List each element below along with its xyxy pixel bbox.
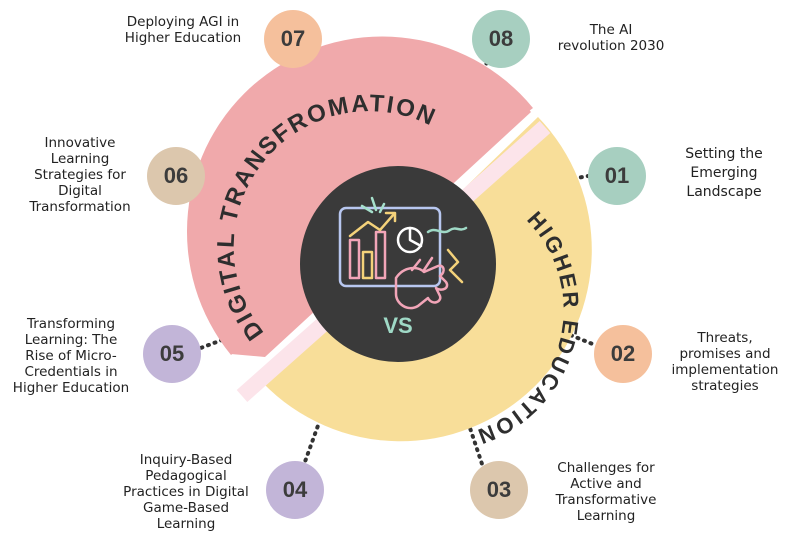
center-core bbox=[300, 166, 496, 362]
label-line: strategies bbox=[691, 378, 759, 394]
label-line: Active and bbox=[570, 476, 642, 492]
node-04: 04 bbox=[266, 461, 324, 519]
label-line: Transformation bbox=[29, 199, 131, 215]
node-number: 03 bbox=[486, 477, 512, 502]
node-label-08: The AI revolution 2030 bbox=[546, 22, 676, 54]
label-line: Digital bbox=[58, 183, 102, 199]
node-08: 08 bbox=[472, 10, 530, 68]
label-line: Game-Based bbox=[142, 500, 230, 516]
label-line: Inquiry-Based bbox=[139, 452, 233, 468]
label-line: Pedagogical bbox=[145, 468, 227, 484]
connector-05 bbox=[196, 338, 224, 351]
label-line: Strategies for bbox=[34, 167, 126, 183]
node-number: 02 bbox=[610, 341, 636, 366]
label-line: Transformative bbox=[555, 492, 657, 508]
node-number: 06 bbox=[163, 163, 189, 188]
node-07: 07 bbox=[264, 10, 322, 68]
node-label-01: Setting the Emerging Landscape bbox=[668, 145, 780, 202]
node-06: 06 bbox=[147, 147, 205, 205]
label-line: Higher Education bbox=[124, 30, 242, 46]
label-line: Rise of Micro- bbox=[25, 348, 117, 364]
node-label-03: Challenges for Active and Transformative… bbox=[542, 460, 670, 524]
node-number: 01 bbox=[604, 163, 630, 188]
node-label-06: Innovative Learning Strategies for Digit… bbox=[18, 135, 142, 215]
node-label-02: Threats, promises and implementation str… bbox=[664, 330, 786, 394]
node-01: 01 bbox=[588, 147, 646, 205]
node-number: 08 bbox=[488, 26, 514, 51]
vs-text: VS bbox=[383, 313, 412, 338]
label-line: Setting the bbox=[685, 146, 763, 162]
label-line: promises and bbox=[679, 346, 771, 362]
label-line: Higher Education bbox=[12, 380, 130, 396]
node-label-05: Transforming Learning: The Rise of Micro… bbox=[0, 316, 142, 396]
label-line: implementation bbox=[671, 362, 779, 378]
label-line: Learning bbox=[576, 508, 636, 524]
node-03: 03 bbox=[470, 461, 528, 519]
node-05: 05 bbox=[143, 325, 201, 383]
label-line: revolution 2030 bbox=[557, 38, 665, 54]
label-line: Transforming bbox=[26, 316, 116, 332]
presentation-doodle-icon bbox=[338, 196, 468, 310]
label-line: Practices in Digital bbox=[123, 484, 249, 500]
node-02: 02 bbox=[594, 325, 652, 383]
label-line: The AI bbox=[589, 22, 633, 38]
label-line: Learning: The bbox=[24, 332, 118, 348]
node-number: 07 bbox=[280, 26, 306, 51]
label-line: Emerging bbox=[690, 165, 758, 181]
label-line: Challenges for bbox=[557, 460, 655, 476]
label-line: Landscape bbox=[686, 184, 762, 200]
label-line: Threats, bbox=[697, 330, 753, 346]
node-label-04: Inquiry-Based Pedagogical Practices in D… bbox=[110, 452, 262, 532]
label-line: Learning bbox=[156, 516, 216, 532]
node-label-07: Deploying AGI in Higher Education bbox=[108, 14, 258, 46]
label-line: Innovative bbox=[44, 135, 116, 151]
label-line: Credentials in bbox=[24, 364, 118, 380]
node-number: 05 bbox=[159, 341, 185, 366]
node-number: 04 bbox=[282, 477, 308, 502]
label-line: Deploying AGI in bbox=[126, 14, 240, 30]
label-line: Learning bbox=[50, 151, 110, 167]
connector-04 bbox=[300, 418, 322, 472]
